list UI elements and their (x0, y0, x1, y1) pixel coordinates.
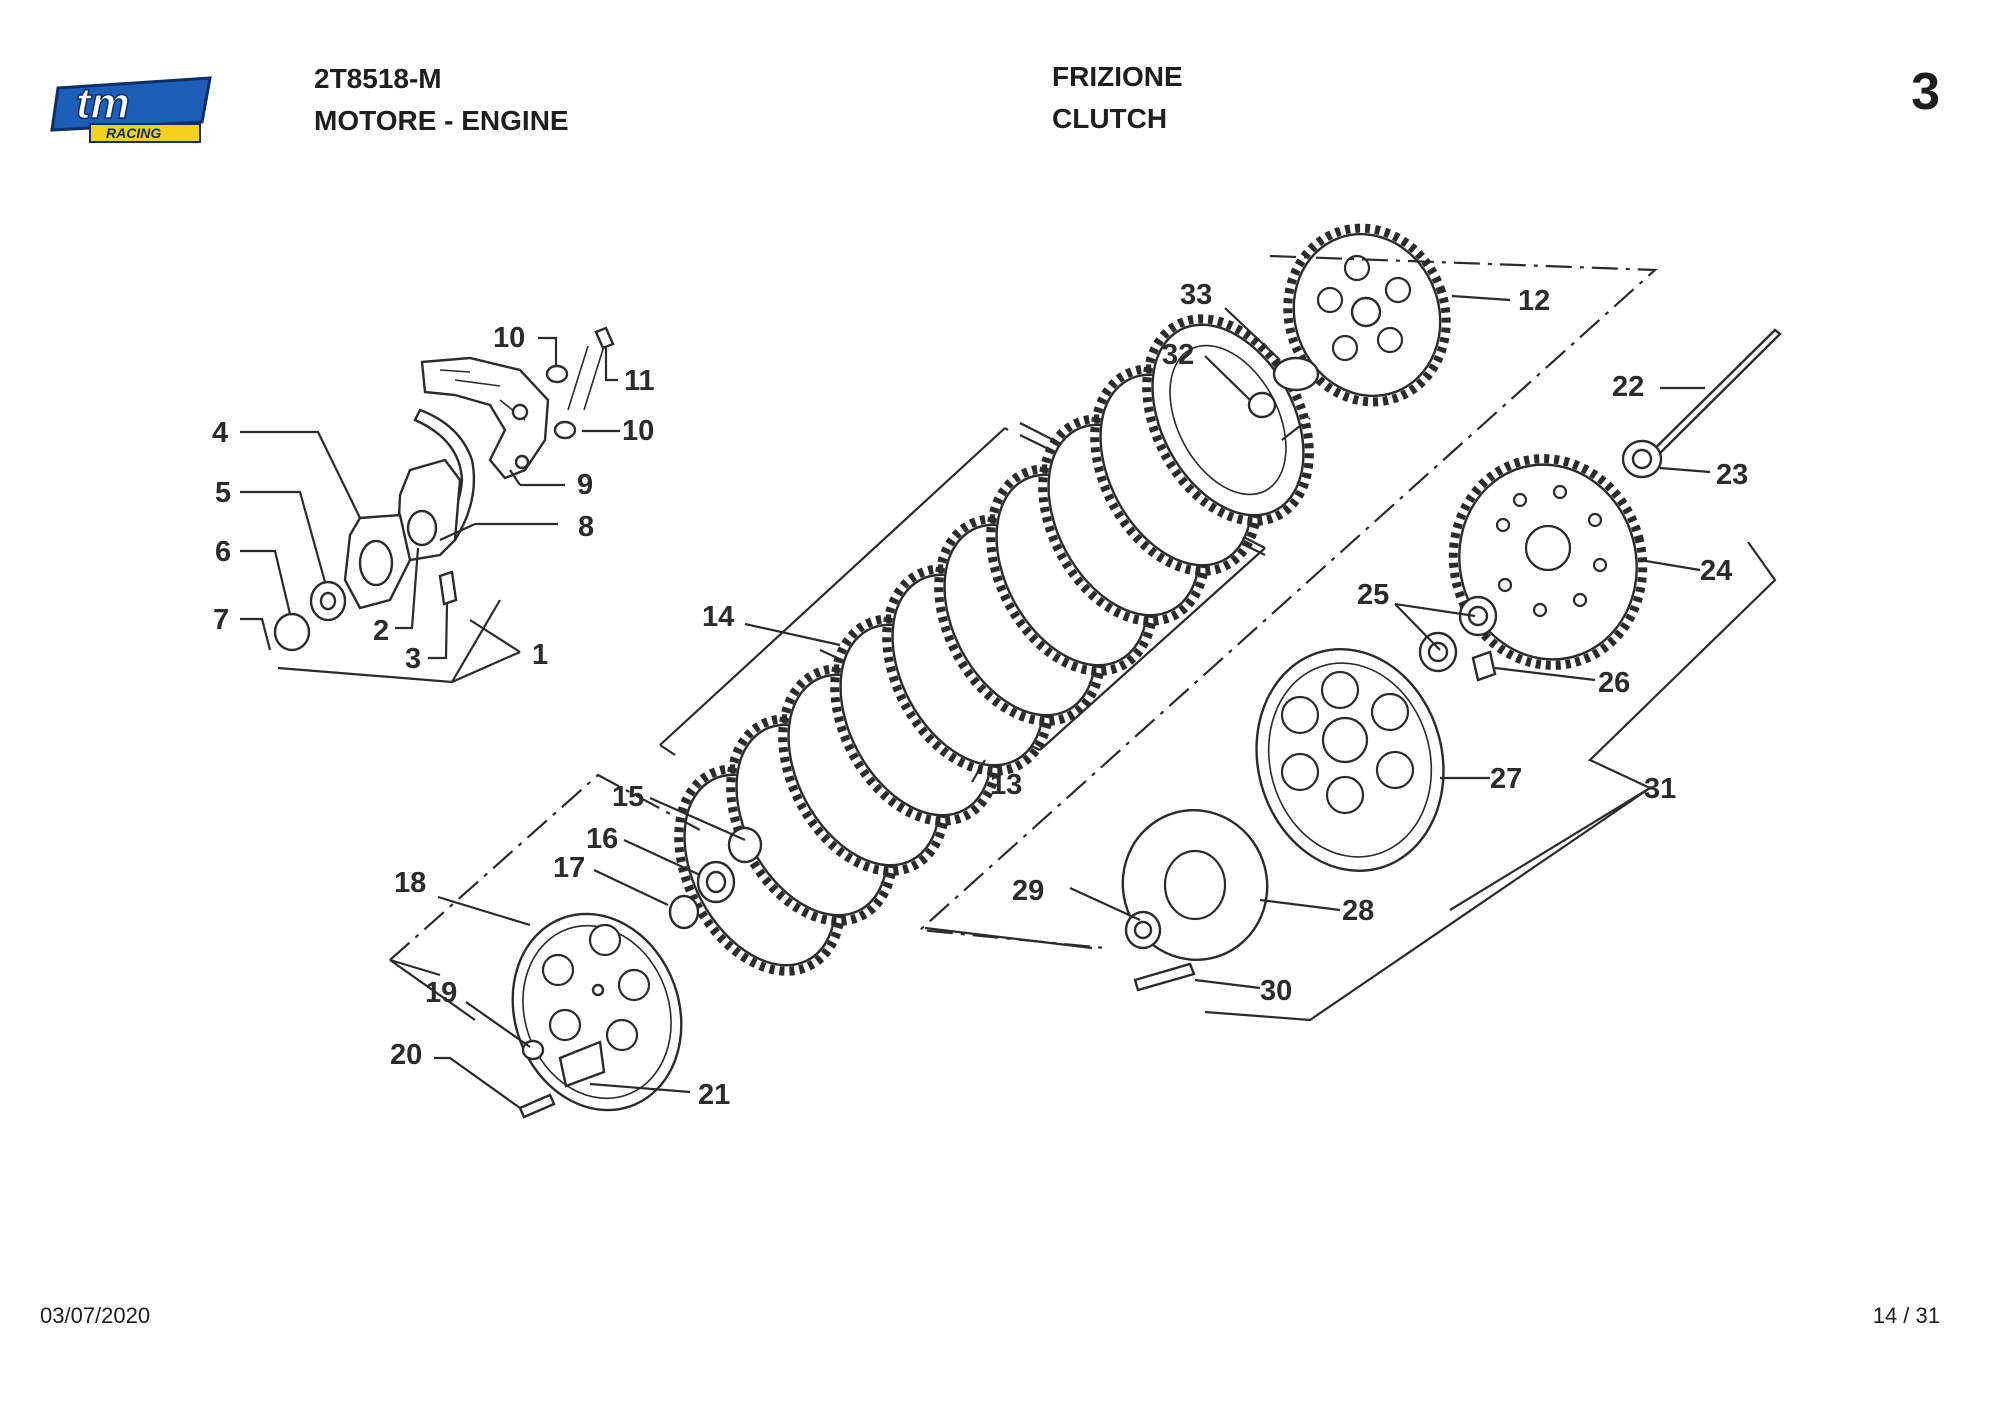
callout-21: 21 (698, 1079, 730, 1111)
callout-10-lower: 10 (622, 415, 654, 447)
page-number: 14 / 31 (1872, 1303, 1940, 1328)
pressure-plate-group (511, 826, 763, 1119)
primary-gear-group (1247, 223, 1451, 441)
callout-26: 26 (1598, 667, 1630, 699)
callout-11: 11 (624, 365, 655, 397)
callout-10-upper: 10 (493, 322, 525, 354)
group-frames (389, 254, 1658, 1021)
callout-8: 8 (578, 511, 594, 543)
callout-7: 7 (213, 604, 229, 636)
svg-text:tm: tm (76, 79, 130, 128)
callout-24: 24 (1700, 555, 1732, 587)
callout-19: 19 (425, 977, 457, 1009)
callout-28: 28 (1342, 895, 1374, 927)
callout-22: 22 (1612, 371, 1644, 403)
callout-32: 32 (1162, 339, 1194, 371)
callout-25: 25 (1357, 579, 1389, 611)
callout-31: 31 (1644, 773, 1676, 805)
clutch-plate-stack (659, 314, 1314, 976)
callout-6: 6 (215, 536, 231, 568)
callout-5: 5 (215, 477, 231, 509)
title-english: CLUTCH (1052, 103, 1168, 134)
callout-4: 4 (212, 417, 228, 449)
clutch-basket-group (1121, 328, 1782, 992)
callout-15: 15 (612, 781, 644, 813)
callout-2: 2 (373, 615, 389, 647)
part-code: 2T8518-M (314, 63, 442, 94)
callout-23: 23 (1716, 459, 1748, 491)
svg-text:RACING: RACING (106, 125, 161, 141)
callout-16: 16 (586, 823, 618, 855)
callout-17: 17 (553, 852, 585, 884)
title-italian: FRIZIONE (1052, 61, 1183, 92)
callout-3: 3 (405, 643, 421, 675)
callout-1: 1 (532, 639, 548, 671)
print-date: 03/07/2020 (40, 1303, 151, 1328)
tm-racing-logo: tm RACING (50, 76, 212, 143)
callout-20: 20 (390, 1039, 422, 1071)
leader-lines (240, 294, 1777, 1109)
callout-33: 33 (1180, 279, 1212, 311)
callout-labels: 1 2 3 4 5 6 7 8 9 10 10 11 12 13 14 15 1… (212, 279, 1748, 1111)
section-title: MOTORE - ENGINE (314, 105, 569, 136)
callout-30: 30 (1260, 975, 1292, 1007)
callout-13: 13 (990, 769, 1022, 801)
clutch-release-lever-group (273, 326, 615, 652)
callout-14: 14 (702, 601, 734, 633)
callout-29: 29 (1012, 875, 1044, 907)
callout-27: 27 (1490, 763, 1522, 795)
callout-18: 18 (394, 867, 426, 899)
table-number: 3 (1911, 63, 1940, 121)
callout-9: 9 (577, 469, 593, 501)
callout-12: 12 (1518, 285, 1550, 317)
